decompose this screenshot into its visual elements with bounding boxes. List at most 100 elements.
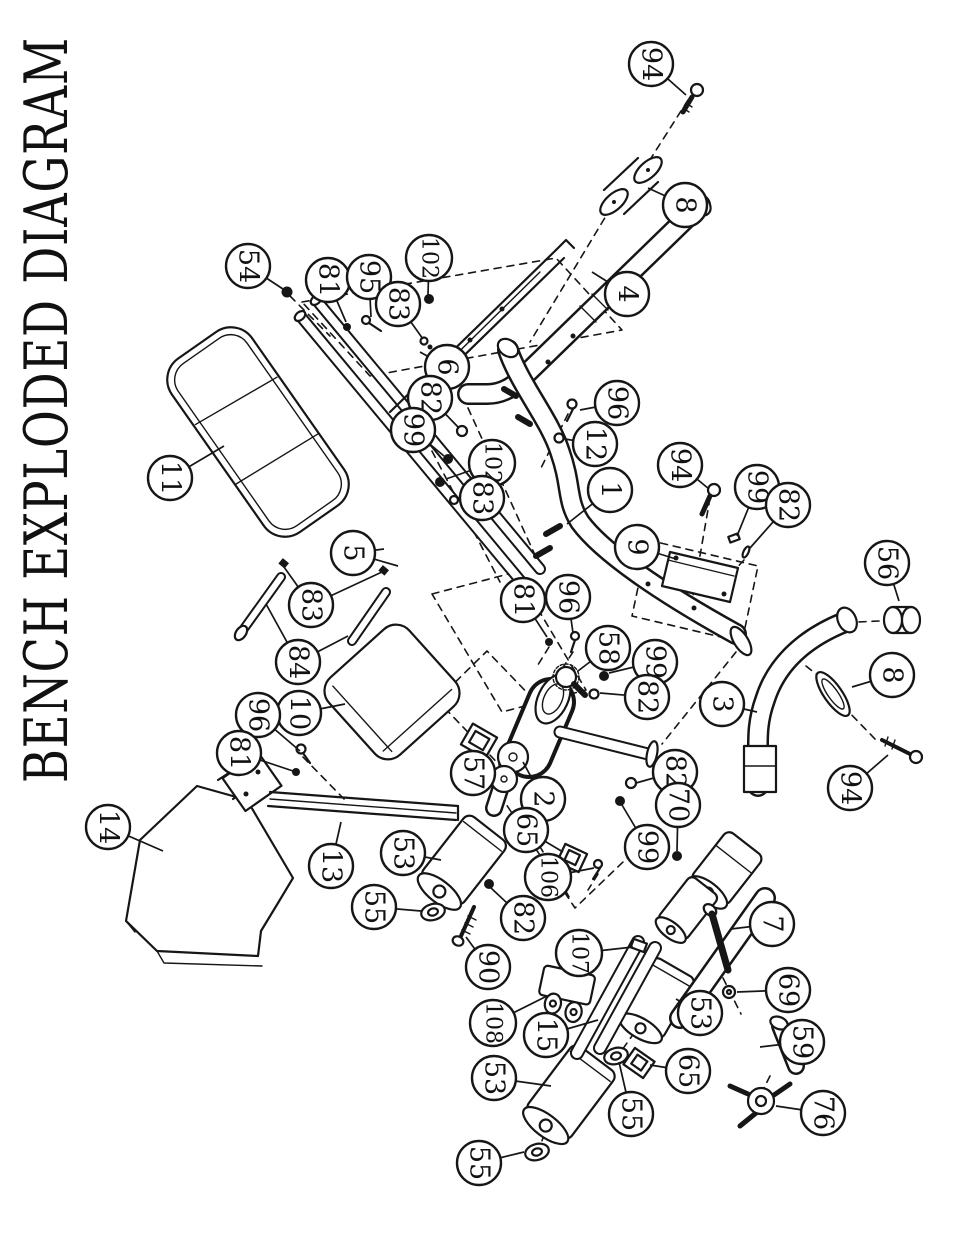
callout-83: 83 <box>458 474 506 522</box>
callout-number: 55 <box>616 1097 647 1131</box>
callout-number: 70 <box>663 788 694 822</box>
callout-number: 108 <box>481 1002 506 1044</box>
callout-96: 96 <box>234 691 301 752</box>
callout-76: 76 <box>775 1089 847 1137</box>
callout-circle <box>464 943 512 991</box>
callout-circle <box>350 883 398 931</box>
callout-circle <box>307 842 355 890</box>
part-end-cap-56 <box>882 605 922 635</box>
callout-14: 14 <box>84 803 164 852</box>
callout-circle <box>764 481 812 529</box>
part-sleeve-8b <box>815 670 851 718</box>
callout-circle <box>661 181 709 229</box>
callout-number: 82 <box>632 680 663 714</box>
callout-number: 94 <box>665 448 696 482</box>
callout-number: 83 <box>467 481 498 515</box>
callout-11: 11 <box>146 445 225 502</box>
part-lock-washer-55b <box>603 1046 629 1066</box>
callout-number: 5 <box>338 544 369 561</box>
part-bolts-84 <box>233 558 391 646</box>
callout-number: 106 <box>536 856 561 898</box>
callout-number: 107 <box>567 932 592 974</box>
callout-circle <box>593 379 641 427</box>
callout-82: 82 <box>490 887 547 942</box>
callout-circle <box>374 280 422 328</box>
callout-number: 14 <box>93 810 124 844</box>
page-title: BENCH EXPLODED DIAGRAM <box>12 37 82 783</box>
callout-circle <box>234 691 282 739</box>
stud-83b <box>448 494 460 506</box>
part-pop-pin-58 <box>552 663 588 698</box>
callout-1: 1 <box>566 466 634 525</box>
callout-number: 53 <box>685 996 716 1030</box>
callout-94: 94 <box>826 754 889 812</box>
callout-number: 6 <box>432 358 463 375</box>
callout-circle <box>458 474 506 522</box>
nut-99a <box>443 454 453 464</box>
part-pin-107 <box>629 937 649 954</box>
part-lock-washer-55c <box>524 1142 550 1162</box>
callout-number: 65 <box>673 1054 704 1088</box>
callout-107: 107 <box>554 928 634 978</box>
callout-circle <box>468 998 518 1048</box>
callout-number: 83 <box>296 588 327 622</box>
part-clip-69 <box>721 984 737 1000</box>
callout-circle <box>274 638 322 686</box>
callout-number: 12 <box>580 427 611 461</box>
callout-number: 99 <box>398 413 429 447</box>
callout-circle <box>215 729 263 777</box>
callout-number: 1 <box>595 481 626 498</box>
part-seat-pad <box>323 623 461 761</box>
callout-circle <box>449 749 497 797</box>
callout-circle <box>470 1054 518 1102</box>
callout-circle <box>404 233 454 283</box>
callout-number: 9 <box>622 538 653 555</box>
callout-83: 83 <box>374 280 424 340</box>
callout-circle <box>586 466 634 514</box>
callout-84: 84 <box>265 603 349 686</box>
part-sleeve-8a <box>599 156 663 216</box>
callout-102: 102 <box>445 438 517 488</box>
callout-57: 57 <box>449 749 497 797</box>
callout-circle <box>826 764 874 812</box>
part-roller-53a <box>416 814 507 911</box>
callout-number: 82 <box>508 901 539 935</box>
callout-82: 82 <box>635 748 699 796</box>
spring-bolt-90 <box>451 905 477 947</box>
callout-12: 12 <box>564 420 619 468</box>
nut-54 <box>281 286 293 298</box>
callout-number: 81 <box>224 736 255 770</box>
callout-95: 95 <box>345 253 393 318</box>
callout-3: 3 <box>698 680 758 728</box>
callout-circle <box>799 1089 847 1137</box>
nut-81c <box>545 638 553 646</box>
callout-number: 94 <box>636 47 667 81</box>
callout-number: 82 <box>773 488 804 522</box>
callout-number: 99 <box>640 645 671 679</box>
callout-108: 108 <box>468 995 548 1048</box>
nut-81b <box>292 768 300 776</box>
bolt-96c <box>569 630 581 654</box>
nut-70 <box>672 851 682 861</box>
callout-circle <box>656 441 704 489</box>
callout-number: 65 <box>511 813 542 847</box>
nut-102b <box>435 477 445 487</box>
part-roller-53c <box>618 957 695 1045</box>
part-bracket-9 <box>660 482 751 604</box>
callout-82: 82 <box>599 673 671 721</box>
part-knob-76 <box>727 1081 793 1129</box>
callout-8: 8 <box>851 651 916 699</box>
callout-number: 54 <box>233 249 264 283</box>
callout-9: 9 <box>613 523 677 571</box>
callout-number: 69 <box>773 973 804 1007</box>
callout-10: 10 <box>275 689 346 737</box>
callout-55: 55 <box>607 1061 655 1138</box>
bolt-96a <box>565 398 578 423</box>
callout-circle <box>627 40 675 88</box>
callout-4: 4 <box>591 270 651 318</box>
callout-number: 81 <box>313 263 344 297</box>
callout-circle <box>499 894 547 942</box>
callout-65: 65 <box>502 806 564 854</box>
